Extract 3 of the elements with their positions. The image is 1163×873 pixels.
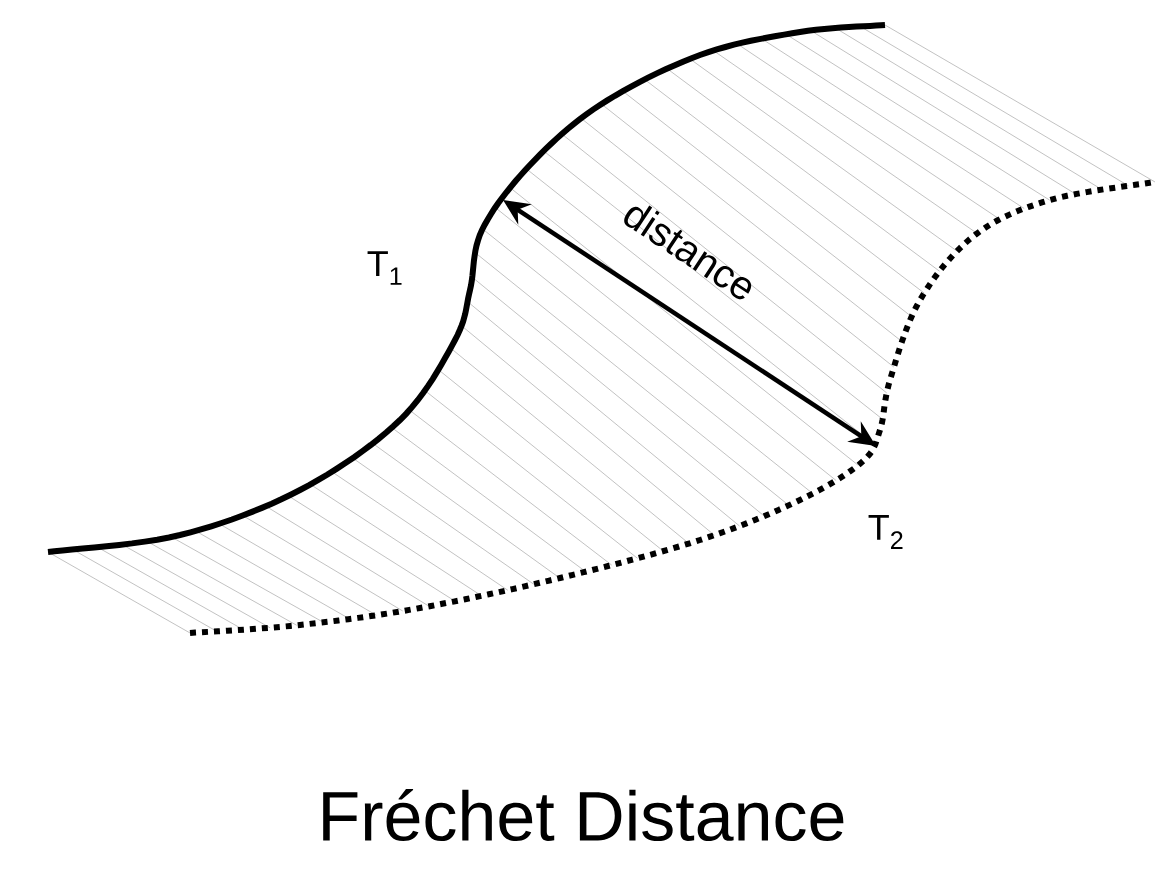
curve-label: T$_{1}$ (367, 251, 402, 285)
caption: Fréchet Distance (323, 788, 844, 842)
curve-label: T$_{2}$ (868, 515, 903, 549)
